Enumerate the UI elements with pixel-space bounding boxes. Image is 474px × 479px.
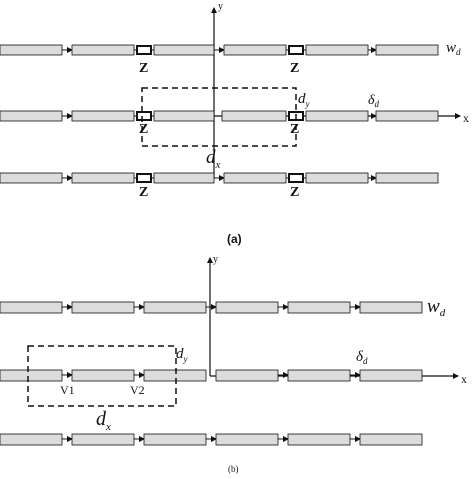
waveguide-segment (375, 44, 439, 56)
junction-label: Z (139, 185, 148, 200)
unit-cell-box (27, 345, 177, 407)
waveguide-segment (287, 369, 351, 382)
panel-b-x-axis-label: x (461, 372, 467, 386)
label-w: wd (446, 40, 461, 57)
waveguide-segment (71, 44, 135, 56)
waveguide-segment (71, 110, 135, 122)
label-delta: δd (368, 93, 380, 109)
waveguide-segment (359, 369, 423, 382)
junction-z (288, 173, 304, 183)
waveguide-segment (0, 172, 63, 184)
waveguide-segment (287, 433, 351, 446)
waveguide-segment (359, 301, 423, 314)
waveguide-segment (223, 44, 287, 56)
unit-cell-box (141, 87, 297, 147)
waveguide-segment (359, 433, 423, 446)
waveguide-segment (71, 172, 135, 184)
junction-z (136, 111, 152, 121)
waveguide-segment (305, 172, 369, 184)
panel-a-caption: (a) (227, 232, 242, 246)
label-delta: δd (356, 349, 368, 366)
label-dy: dy (298, 91, 310, 109)
waveguide-segment (71, 433, 135, 446)
waveguide-segment (305, 44, 369, 56)
junction-label: Z (290, 185, 299, 200)
waveguide-segment (305, 110, 369, 122)
panel-b-row-3 (0, 433, 423, 446)
junction-z (136, 173, 152, 183)
waveguide-segment (223, 172, 287, 184)
waveguide-segment (375, 172, 439, 184)
junction-label: Z (290, 61, 299, 76)
waveguide-segment (215, 369, 279, 382)
label-v2: V2 (130, 383, 145, 397)
waveguide-segment (153, 172, 215, 184)
waveguide-segment (0, 110, 63, 122)
panel-b-row-1: wd (0, 296, 446, 319)
panel-a: y x Z Z wd (0, 1, 469, 246)
label-dy: dy (176, 346, 188, 364)
panel-a-y-axis-label: y (218, 1, 223, 12)
label-v1: V1 (60, 383, 75, 397)
panel-b-row-2: V1 V2 δd (0, 349, 423, 397)
waveguide-segment (0, 369, 63, 382)
junction-z (288, 45, 304, 55)
junction-z (136, 45, 152, 55)
waveguide-segment (143, 433, 207, 446)
label-dx: dx (206, 147, 221, 171)
junction-label: Z (290, 122, 299, 137)
waveguide-segment (143, 369, 207, 382)
panel-a-row-2: Z Z δd (0, 93, 439, 137)
waveguide-segment (215, 433, 279, 446)
panel-a-x-axis-label: x (463, 111, 469, 125)
panel-a-row-3: Z Z (0, 172, 439, 200)
junction-label: Z (139, 61, 148, 76)
waveguide-segment (143, 301, 207, 314)
waveguide-segment (153, 110, 215, 122)
panel-b-y-axis-label: y (213, 254, 218, 265)
label-dx: dx (96, 408, 111, 433)
waveguide-segment (0, 433, 63, 446)
waveguide-segment (71, 301, 135, 314)
waveguide-segment (0, 44, 63, 56)
panel-b-caption: (b) (228, 464, 239, 474)
panel-a-row-1: Z Z wd (0, 40, 461, 76)
waveguide-segment (71, 369, 135, 382)
waveguide-segment (221, 110, 287, 122)
waveguide-segment (375, 110, 439, 122)
panel-b: y x wd (0, 254, 467, 474)
label-w: wd (427, 296, 446, 319)
waveguide-segment (287, 301, 351, 314)
junction-label: Z (139, 122, 148, 137)
waveguide-segment (0, 301, 63, 314)
waveguide-segment (215, 301, 279, 314)
waveguide-segment (153, 44, 215, 56)
